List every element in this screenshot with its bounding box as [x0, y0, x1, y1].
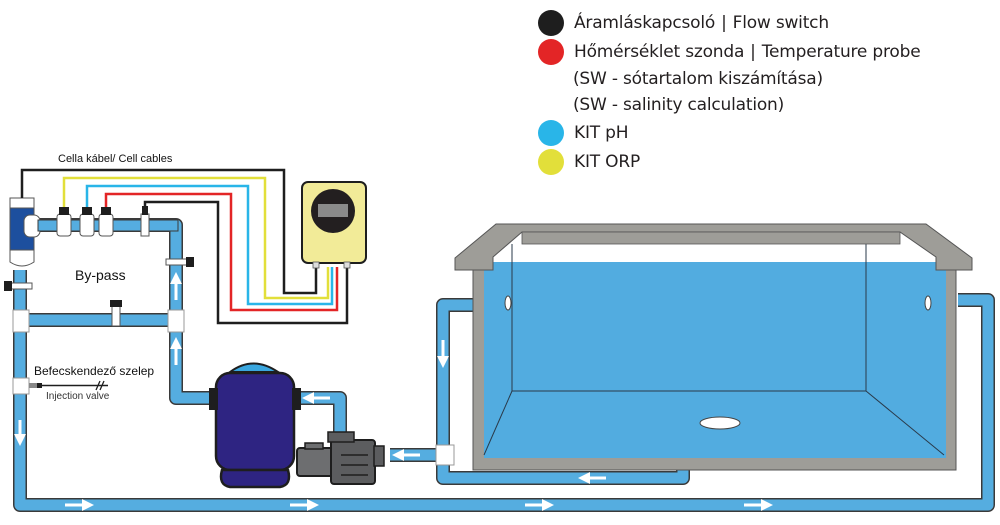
injection-valve[interactable] [29, 380, 108, 391]
pool-floor-right-edge [865, 244, 945, 456]
temperature-probe [98, 207, 114, 237]
cables [20, 168, 349, 325]
pool-skimmer-right [924, 295, 932, 311]
legend-item-flow-switch: Áramláskapcsoló|Flow switch [538, 8, 920, 37]
ph-cable [85, 184, 334, 306]
orp-probe [56, 207, 72, 237]
pipe-junctions [12, 309, 455, 466]
legend-item-kit-ph: KIT pH [538, 118, 920, 147]
pool [454, 223, 973, 471]
valves [4, 257, 194, 327]
filter-dome [226, 362, 282, 373]
legend-note-en: (SW - salinity calculation) [573, 95, 785, 115]
controller-display [318, 204, 348, 217]
sand-filter [209, 362, 301, 489]
legend: Áramláskapcsoló|Flow switch Hőmérséklet … [538, 8, 921, 176]
pool-skimmer-left [504, 295, 512, 311]
pool-main-drain [699, 416, 741, 430]
injection-valve-label-en: Injection valve [46, 391, 110, 402]
flow-switch-cable [143, 200, 349, 325]
legend-label: Hőmérséklet szonda|Temperature probe [574, 41, 921, 62]
bypass-valve[interactable] [110, 300, 122, 327]
injection-valve-label-hu: Befecskendező szelep [34, 364, 155, 378]
legend-label: Áramláskapcsoló|Flow switch [574, 12, 829, 33]
flow-switch [140, 206, 150, 237]
cell-cable [20, 168, 318, 295]
pump [296, 431, 385, 485]
legend-item-temperature-probe: Hőmérséklet szonda|Temperature probe [538, 37, 921, 66]
red-dot-icon [538, 38, 564, 65]
orp-cable [62, 176, 330, 300]
chlorinator-controller[interactable] [301, 181, 367, 269]
legend-label: KIT pH [574, 122, 629, 143]
ph-probe [79, 207, 95, 237]
cell-cables-label: Cella kábel/ Cell cables [58, 153, 172, 165]
black-dot-icon [538, 9, 564, 36]
junction-injection [12, 377, 30, 395]
valve-left[interactable] [4, 281, 33, 291]
pipe-pool-outlet [437, 299, 689, 484]
junction-pool-outlet [435, 444, 455, 466]
pool-floor-left-edge [483, 390, 513, 456]
junction-bypass-right [167, 309, 185, 333]
sensor-probes [56, 206, 150, 237]
legend-note-hu: (SW - sótartalom kiszámítása) [573, 69, 823, 89]
bypass-label: By-pass [75, 267, 126, 283]
valve-right[interactable] [165, 257, 194, 267]
pool-coping [454, 223, 973, 271]
legend-item-kit-orp: KIT ORP [538, 147, 920, 176]
blue-dot-icon [538, 119, 564, 146]
junction-bypass-left [12, 309, 30, 333]
cell-cables-label-en: / Cell cables [112, 153, 173, 165]
flow-arrows [13, 219, 773, 511]
legend-label: KIT ORP [574, 151, 640, 172]
yellow-dot-icon [538, 148, 564, 175]
cell-cables-label-hu: Cella kábel [58, 153, 113, 165]
electrolysis-cell [9, 197, 41, 267]
temp-cable [104, 192, 339, 312]
